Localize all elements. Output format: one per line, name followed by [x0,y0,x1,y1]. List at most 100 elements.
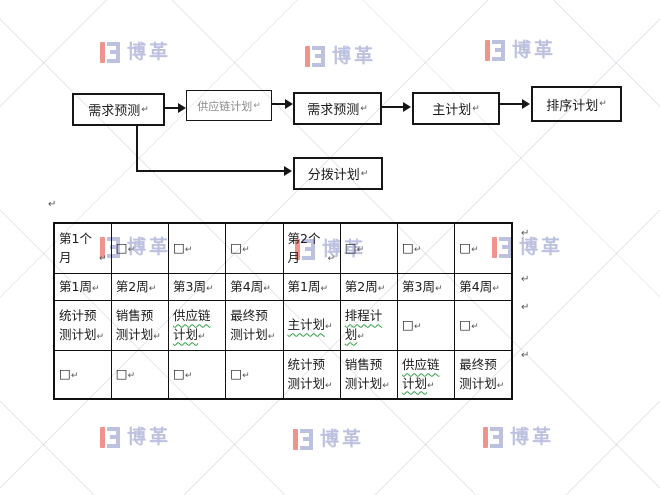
plan-table: 第1个月↵□↵□↵□↵第2个月↵□↵□↵□↵第1周↵第2周↵第3周↵第4周↵第1… [53,222,513,400]
table-cell[interactable]: 最终预测计划↵ [454,350,513,400]
paragraph-mark: ↵ [382,380,390,391]
paragraph-mark: ↵ [91,283,100,294]
logo-brand-text: 博革 [127,40,172,63]
table-cell[interactable]: □↵ [167,350,227,400]
paragraph-mark: ↵ [205,283,214,294]
table-cell[interactable]: □↵ [454,222,513,274]
checkbox-glyph: □ [402,240,414,256]
table-cell[interactable]: 排程计划↵ [339,300,399,351]
paragraph-mark: ↵ [413,322,422,333]
logo-brand-text: 博革 [519,235,564,258]
table-row: 第1周↵第2周↵第3周↵第4周↵第1周↵第2周↵第3周↵第4周↵ [53,273,513,301]
table-cell[interactable]: 第3周↵ [396,273,456,301]
table-cell[interactable]: 第4周↵ [225,273,284,301]
logo-red-bar [485,39,490,61]
table-cell[interactable]: 主计划↵ [282,300,341,351]
table-row: 第1个月↵□↵□↵□↵第2个月↵□↵□↵□↵ [53,222,513,274]
paragraph-mark: ↵ [70,371,79,382]
paragraph-mark: ↵ [184,371,193,382]
table-cell[interactable]: □↵ [167,222,227,274]
table-cell[interactable]: □↵ [396,300,456,351]
boge-logo-watermark: 博革 [485,36,556,64]
cell-label: 统计预测计划 [59,308,97,342]
logo-g-icon [312,45,325,67]
table-cell[interactable]: □↵ [225,350,284,400]
table-row: 统计预测计划↵销售预测计划↵供应链计划↵最终预测计划↵主计划↵排程计划↵□↵□↵ [53,300,513,351]
table-cell[interactable]: □↵ [396,222,456,274]
logo-red-bar [305,45,310,67]
table-cell[interactable]: □↵ [110,350,170,400]
checkbox-glyph: □ [115,240,128,256]
cell-label: 主计划 [287,317,326,333]
cell-label: 最终预测计划 [459,357,497,391]
paragraph-mark: ↵ [360,168,369,179]
table-cell[interactable]: 最终预测计划↵ [225,300,284,351]
paragraph-mark: ↵ [153,331,161,342]
checkbox-glyph: □ [115,366,128,382]
table-cell[interactable]: 统计预测计划↵ [53,300,112,351]
table-cell[interactable]: 供应链计划↵ [396,350,456,400]
flowchart-box-supply-chain-plan[interactable]: 供应链计划↵ [186,90,272,121]
table-cell[interactable]: 第2周↵ [339,273,399,301]
table-cell[interactable]: □↵ [454,300,513,351]
table-cell[interactable]: □↵ [110,222,170,274]
paragraph-mark: ↵ [253,100,261,111]
checkbox-glyph: □ [230,240,243,256]
table-cell[interactable]: □↵ [53,350,112,400]
paragraph-mark: ↵ [242,371,250,382]
table-cell[interactable]: 第1个月↵ [53,222,112,274]
cell-label: 第2个月 [287,231,321,265]
table-cell[interactable]: 第1周↵ [282,273,341,301]
paragraph-mark: ↵ [184,245,193,256]
flowchart-box-demand-forecast-1[interactable]: 需求预测↵ [72,93,165,126]
cell-label: 第4周 [230,278,264,294]
table-cell[interactable]: 第3周↵ [167,273,227,301]
table-cell[interactable]: □↵ [225,222,284,274]
checkbox-glyph: □ [459,240,472,256]
arrow-right-icon [136,166,292,176]
paragraph-mark: ↵ [521,274,530,285]
paragraph-mark: ↵ [127,371,136,382]
table-cell[interactable]: 供应链计划↵ [167,300,227,351]
cell-label: 销售预测计划 [115,308,154,342]
boge-logo-watermark: 博革 [100,423,171,451]
flowchart-box-distribution-plan[interactable]: 分拨计划↵ [293,157,383,190]
logo-red-bar [100,426,105,448]
cell-label: 销售预测计划 [344,357,383,391]
checkbox-glyph: □ [59,366,71,382]
boge-logo-watermark: 博革 [100,38,171,66]
paragraph-mark: ↵ [148,283,157,294]
paragraph-mark: ↵ [427,380,435,391]
box-label: 供应链计划 [197,99,253,113]
paragraph-mark: ↵ [325,322,333,333]
paragraph-mark: ↵ [263,283,271,294]
paragraph-mark: ↵ [141,104,149,115]
cell-label: 第3周 [173,278,206,294]
cell-label: 第2周 [344,278,378,294]
logo-g-icon [490,426,503,448]
boge-logo-watermark: 博革 [305,42,376,70]
flowchart-box-demand-forecast-2[interactable]: 需求预测↵ [293,92,382,125]
cell-label: 排程计划 [344,308,383,342]
logo-red-bar [100,41,105,63]
table-cell[interactable]: 统计预测计划↵ [282,350,341,400]
table-cell[interactable]: 第1周↵ [53,273,112,301]
cell-label: 供应链计划 [173,308,211,342]
table-cell[interactable]: 销售预测计划↵ [110,300,170,351]
flowchart-box-sequence-plan[interactable]: 排序计划↵ [531,86,622,122]
cell-label: 统计预测计划 [287,357,326,391]
boge-logo-watermark: 博革 [483,423,554,451]
paragraph-mark: ↵ [96,331,105,342]
checkbox-glyph: □ [173,240,185,256]
logo-red-bar [293,428,298,450]
flowchart-box-master-plan[interactable]: 主计划↵ [412,92,500,125]
table-cell[interactable]: 销售预测计划↵ [339,350,399,400]
paragraph-mark: ↵ [472,103,480,114]
paragraph-mark: ↵ [356,245,365,256]
table-cell[interactable]: 第2个月↵ [282,222,341,274]
paragraph-mark: ↵ [599,99,607,109]
table-cell[interactable]: 第4周↵ [454,273,513,301]
table-cell[interactable]: 第2周↵ [110,273,170,301]
paragraph-mark: ↵ [496,380,505,391]
table-cell[interactable]: □↵ [339,222,399,274]
